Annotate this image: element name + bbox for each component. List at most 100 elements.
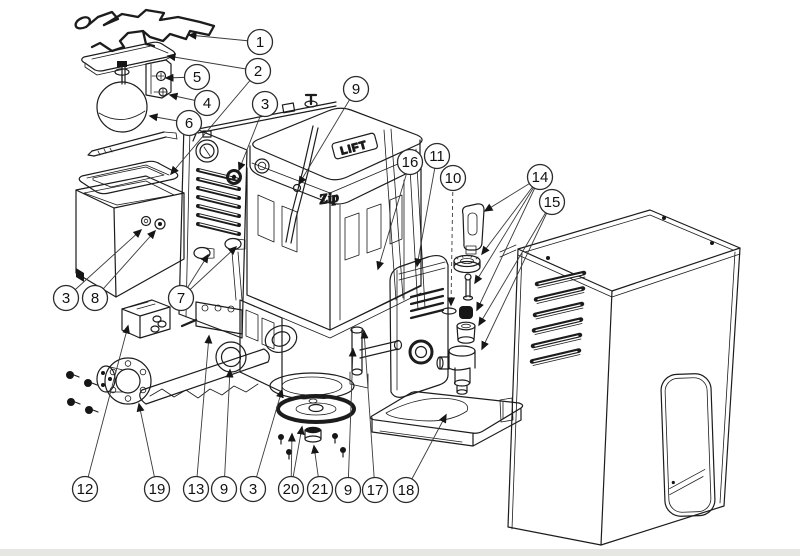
callout-19: 19 [136,402,171,503]
callout-4: 4 [168,89,221,117]
tap-body [436,345,476,395]
dispenser-housing-part [389,254,449,398]
float-ball-part [96,73,148,133]
callout-3: 3 [238,90,279,172]
leader-line-14 [476,176,541,312]
lift-tab: LIFT [331,132,378,160]
callout-10: 10 [439,164,467,307]
inner-tank-part [75,175,185,304]
callout-balloon-3 [251,90,279,118]
callout-number-21: 21 [312,481,329,498]
leader-line-14 [481,176,541,256]
callout-number-1: 1 [256,34,264,51]
leader-line-18 [405,413,447,491]
callout-balloon-21 [306,475,334,503]
callout-number-3: 3 [62,290,70,307]
callout-balloon-20 [277,475,305,503]
callout-number-8: 8 [91,290,99,307]
callout-number-19: 19 [149,481,166,498]
zip-logo: Zip [317,190,339,208]
cabinet-vents [529,270,587,366]
callout-balloon-8 [81,284,109,312]
outer-cabinet-part [499,209,741,546]
tap-pin [462,273,474,301]
leader-line-15 [478,201,553,327]
callout-13: 13 [182,334,213,503]
tank-lid-tray-part [78,160,179,195]
cabinet-window [660,373,716,517]
callout-balloon-1 [246,28,274,56]
leader-line-16 [376,161,411,271]
leader-line-14 [474,176,541,285]
callout-balloon-9 [334,476,362,504]
callout-balloon-3 [239,475,267,503]
flat-washer [441,307,457,315]
leader-line-3 [65,228,143,299]
leader-line-10 [447,177,456,307]
callout-8: 8 [81,229,157,312]
callout-21: 21 [306,444,334,503]
callout-number-10: 10 [445,170,462,187]
callout-number-16: 16 [402,154,419,171]
leader-line-17 [360,329,376,491]
callout-2: 2 [166,53,272,176]
callout-number-12: 12 [77,481,94,498]
callout-17: 17 [360,329,389,504]
side-panel-part [178,123,248,339]
leader-line-19 [136,402,158,490]
callout-1: 1 [187,28,274,56]
tap-seat-cup [456,321,476,344]
callout-balloon-9 [210,475,238,503]
callout-balloon-16 [396,148,424,176]
screws-left [66,371,99,414]
lower-machinery-part [180,237,298,393]
leader-line-8 [94,229,157,299]
callout-number-9: 9 [220,481,228,498]
callout-3: 3 [52,228,143,312]
panel-vents [196,168,241,236]
leader-line-13 [195,334,213,490]
callout-balloon-13 [182,475,210,503]
callout-balloon-2 [244,57,272,85]
callout-number-11: 11 [429,148,445,165]
callout-balloon-11 [423,142,451,170]
callout-balloon-15 [538,188,566,216]
callout-balloon-18 [392,476,420,504]
base-discs-part [269,372,356,460]
callout-14: 14 [474,163,554,312]
callout-number-9: 9 [344,482,352,499]
callout-12: 12 [71,324,130,503]
callout-balloon-19 [143,475,171,503]
tap-parts-column [436,203,485,395]
outlet-pipes-part [349,326,403,389]
callout-9: 9 [298,75,370,186]
callout-number-9: 9 [352,81,360,98]
callout-3: 3 [239,388,284,503]
callout-15: 15 [478,188,566,351]
rubber-washer [459,306,473,319]
callout-balloon-4 [193,89,221,117]
callout-11: 11 [414,142,451,268]
callout-balloon-5 [183,63,211,91]
float-bracket-part [114,59,172,99]
callout-7: 7 [167,245,238,312]
boiler-body-part: Zip [246,158,422,339]
tap-lever [461,203,485,255]
element-rod-part [87,131,178,157]
wire-clip-part [74,8,216,53]
callout-number-14: 14 [532,169,549,186]
leader-line-3 [252,388,284,490]
leader-line-9 [223,368,234,490]
callout-balloon-6 [175,109,203,137]
frame-tubes-part [383,128,426,311]
callout-6: 6 [148,109,203,137]
leader-line-12 [84,324,130,490]
leader-line-2 [170,70,259,176]
top-rail-part [192,93,337,244]
callout-number-17: 17 [367,482,384,499]
callout-20: 20 [277,425,305,503]
callout-number-15: 15 [544,194,561,211]
